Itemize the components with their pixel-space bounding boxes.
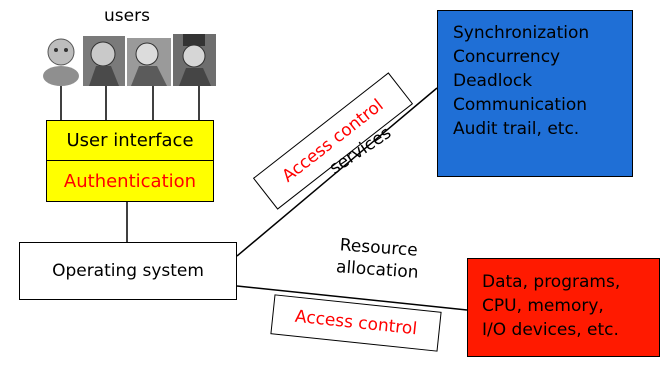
user-figure-2 (83, 36, 125, 86)
operating-system-box: Operating system (19, 242, 237, 300)
resources-item: Data, programs, (482, 272, 621, 292)
services-box: Synchronization Concurrency Deadlock Com… (437, 10, 633, 177)
users-label: users (104, 6, 150, 26)
services-item: Audit trail, etc. (453, 119, 580, 139)
resources-item: CPU, memory, (482, 296, 604, 316)
user-figure-1 (43, 38, 79, 86)
resource-allocation-label: Resource allocation (327, 234, 430, 285)
os-resources-line (236, 285, 468, 311)
user-figure-3 (127, 38, 171, 86)
services-item: Concurrency (453, 47, 561, 67)
user-figure-4 (173, 34, 216, 86)
authentication-label: Authentication (63, 170, 197, 192)
user-interface-box: User interface Authentication (46, 120, 214, 202)
resources-item: I/O devices, etc. (482, 320, 619, 340)
users-image (41, 34, 216, 86)
services-item: Communication (453, 95, 587, 115)
os-services-line (236, 87, 438, 257)
services-item: Synchronization (453, 23, 590, 43)
services-item: Deadlock (453, 71, 533, 91)
user-interface-label: User interface (47, 121, 213, 161)
resources-box: Data, programs, CPU, memory, I/O devices… (467, 258, 660, 357)
